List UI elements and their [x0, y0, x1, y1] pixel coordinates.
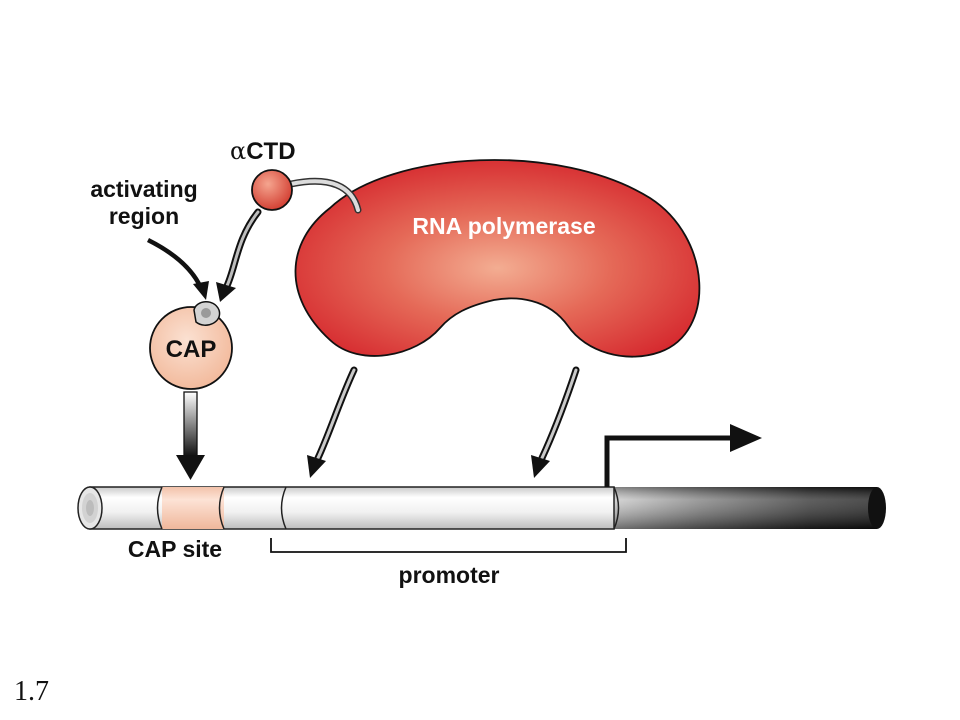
promoter-bracket: [270, 538, 627, 553]
cap-protein: [149, 306, 233, 390]
alpha-ctd-to-cap-arrow: [216, 208, 262, 302]
activating-region-label-line2: region: [109, 203, 179, 229]
activating-region-label-line1: activating: [90, 176, 197, 202]
rna-polymerase: [294, 159, 701, 358]
alpha-ctd-greek: α: [230, 137, 246, 165]
dna-end-cap-right: [868, 487, 886, 529]
figure-number: 1.7: [14, 676, 49, 707]
cap-to-cap-site-arrow: [176, 391, 205, 480]
alpha-ctd-label: αCTD: [230, 137, 296, 165]
alpha-ctd-ball: [251, 169, 293, 211]
cap-site-label: CAP site: [128, 536, 222, 562]
polymerase-to-promoter-arrow-right: [531, 366, 580, 478]
activating-region-arrow: [146, 237, 204, 289]
transcription-start-arrow: [604, 424, 762, 487]
promoter-label: promoter: [399, 562, 500, 588]
dna-strand: [77, 486, 886, 530]
rna-polymerase-label: RNA polymerase: [412, 213, 595, 239]
cap-label: CAP: [166, 336, 217, 363]
cap-site-band: [162, 487, 224, 529]
polymerase-to-promoter-arrow-left: [307, 366, 358, 478]
alpha-ctd-text: CTD: [246, 138, 295, 165]
